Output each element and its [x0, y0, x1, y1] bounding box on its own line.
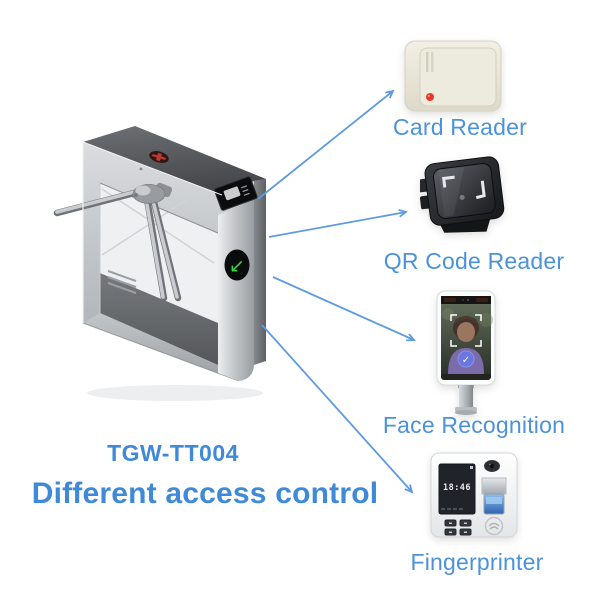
face-recognition-device: ✓: [436, 290, 498, 416]
base-front: [83, 313, 239, 381]
arrow-to-fingerprinter: [261, 324, 412, 492]
arrow-to-face-recognition: [272, 276, 414, 340]
tripod-arm: [143, 195, 168, 302]
tripod-arm: [149, 194, 182, 302]
face-detection-frame: [450, 314, 482, 347]
fingerprinter-screen: 18:46: [438, 463, 476, 515]
card-swipe-icon: [223, 185, 250, 201]
turnstile-side-face: [254, 179, 266, 365]
green-arrow-indicator: ↙: [224, 249, 250, 281]
fingerprint-sensor: [481, 477, 507, 515]
turnstile-hub: [132, 182, 173, 204]
tagline: Different access control: [31, 477, 379, 510]
screen-time: 18:46: [443, 483, 471, 493]
vent-slots: [107, 270, 137, 294]
scan-frame-corner-icon: [442, 175, 486, 200]
direction-display: [214, 176, 258, 211]
keypad-buttons: [444, 519, 472, 536]
inner-panel: [100, 273, 218, 365]
screen-status-row: [441, 508, 463, 510]
turnstile-top-face: [83, 126, 266, 195]
green-entry-arrow-icon: ↙: [229, 255, 245, 277]
ir-illuminators: [441, 296, 491, 304]
card-reader-panel: [419, 47, 497, 107]
fingerprinter-label: Fingerprinter: [410, 549, 544, 575]
qr-code-reader-label: QR Code Reader: [383, 248, 565, 274]
tripod-arms: [53, 182, 182, 302]
face-recognition-label: Face Recognition: [382, 412, 566, 438]
floor-shadow: [87, 385, 263, 401]
card-reader-device: [404, 40, 502, 112]
turnstile-front-frame: [83, 142, 254, 381]
arrow-to-qr-code-reader: [268, 212, 406, 238]
camera-lens-icon: [484, 460, 500, 472]
qr-code-reader-device: [420, 150, 510, 242]
camera-preview: ✓: [441, 304, 493, 374]
scanner-lens: [459, 194, 465, 200]
turnstile-illustration: ↙: [53, 126, 266, 401]
led-indicator: [426, 93, 434, 101]
card-slot: [426, 52, 434, 72]
card-reader-label: Card Reader: [393, 114, 527, 140]
tripod-arm: [53, 188, 142, 217]
right-column: [218, 199, 254, 381]
model-number: TGW-TT004: [107, 440, 239, 466]
person-face: [457, 322, 475, 342]
check-icon: ✓: [462, 355, 470, 366]
mounting-pole: [455, 385, 477, 415]
speaker-logo-icon: [484, 516, 504, 536]
fingerprinter-device: 18:46: [430, 452, 518, 540]
verified-badge: ✓: [457, 350, 475, 368]
red-cross-indicator: [149, 151, 169, 163]
screw-dot: [139, 167, 143, 171]
